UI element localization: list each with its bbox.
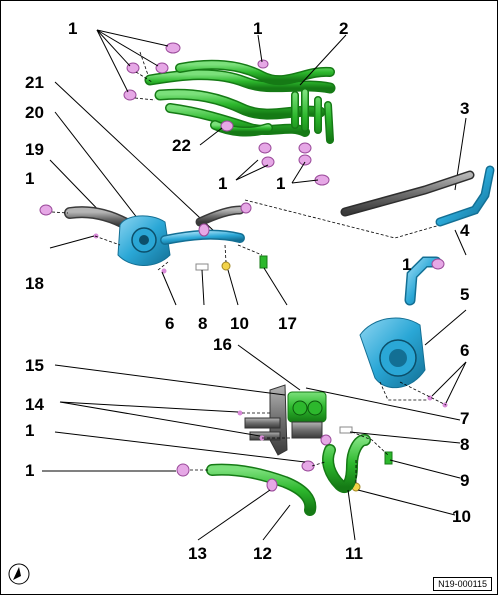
hose-13: [206, 463, 317, 516]
leader-lines-right: [431, 361, 467, 404]
callout-label: 10: [230, 314, 249, 333]
callout-label: 1: [25, 421, 35, 440]
callout-label: 8: [460, 435, 470, 454]
callout-label: 1: [253, 19, 263, 38]
callout-label: 16: [213, 335, 232, 354]
callout-label: 19: [25, 140, 44, 159]
callout-label: 18: [25, 274, 44, 293]
callout-label: 21: [25, 73, 44, 92]
pipe-3: [340, 170, 475, 217]
callout-label: 1: [276, 174, 286, 193]
callout-label: 9: [460, 471, 470, 490]
dashed-guides-right: [379, 381, 447, 406]
callout-label: 20: [25, 103, 44, 122]
hose-clamps-top: [123, 42, 330, 186]
callout-label: 11: [345, 544, 363, 563]
callout-label: 5: [460, 285, 470, 304]
callout-label: 1: [402, 255, 412, 274]
callout-label: 17: [278, 314, 297, 333]
hose-19: [64, 206, 134, 231]
callout-label: 8: [198, 314, 208, 333]
leader-lines-lower: [42, 344, 461, 541]
callout-label: 1: [68, 19, 78, 38]
callout-label: 15: [25, 356, 44, 375]
leader-lines-top: [49, 29, 467, 233]
callout-label: 7: [460, 409, 470, 428]
callout-label: 4: [460, 221, 470, 240]
callout-label: 2: [339, 19, 349, 38]
pump-5: [359, 256, 448, 408]
callout-label: 1: [218, 174, 228, 193]
callout-label: 6: [165, 314, 175, 333]
callout-label: 1: [25, 461, 35, 480]
document-id-label: N19-000115: [433, 577, 492, 591]
coolant-tube-4: [435, 165, 495, 227]
callout-label: 14: [25, 395, 44, 414]
callout-label: 22: [172, 136, 191, 155]
valve-block-16: [287, 391, 327, 439]
bracket-15: [244, 384, 288, 456]
dashed-guides-lower: [190, 412, 389, 483]
dashed-guides-mid: [51, 211, 263, 271]
callout-label: 3: [460, 99, 470, 118]
compass-arrow-icon: [8, 563, 30, 585]
pipe-21: [160, 202, 252, 245]
callout-label: 12: [253, 544, 272, 563]
hose-11: [322, 434, 371, 493]
pump-housing-20: [117, 215, 171, 266]
callout-label: 13: [188, 544, 207, 563]
hose-bundle-2: [144, 59, 336, 144]
callout-label: 10: [452, 507, 471, 526]
dashed-guides-top: [134, 51, 441, 239]
callout-label: 6: [460, 341, 470, 360]
callout-label: 1: [25, 169, 35, 188]
